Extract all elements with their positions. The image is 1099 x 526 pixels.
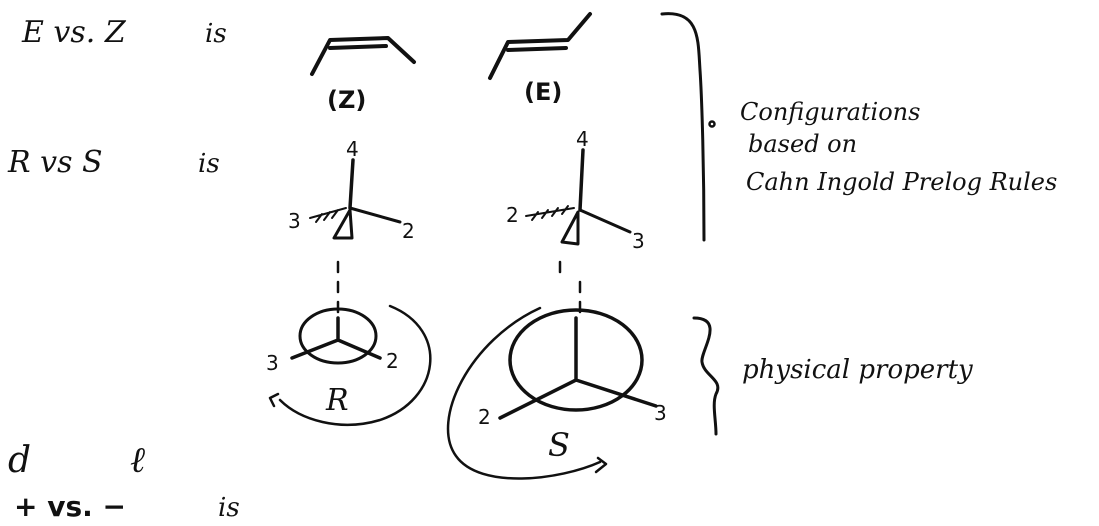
- z-alkene-drawing: [310, 36, 416, 76]
- bracket-top: [660, 12, 716, 242]
- rs-label: R vs S: [7, 145, 103, 180]
- newman-right-2: 2: [478, 405, 491, 429]
- ez-is: is: [205, 19, 227, 49]
- newman-right-3: 3: [654, 401, 667, 425]
- tet-right-hashed: 2: [506, 203, 519, 227]
- note-cip-line3: Cahn Ingold Prelog Rules: [746, 168, 1057, 196]
- tet-left-hashed: 3: [288, 209, 301, 233]
- newman-left-drawing: [268, 304, 432, 427]
- note-cip-line2: based on: [748, 130, 857, 158]
- z-label: (Z): [327, 86, 366, 114]
- tetrahedral-right-drawing: [525, 148, 632, 314]
- e-label: (E): [524, 78, 562, 106]
- e-alkene-drawing: [488, 12, 592, 80]
- newman-left-2: 2: [386, 349, 399, 373]
- tet-right-right: 3: [632, 229, 645, 253]
- bracket-bottom: [692, 316, 720, 436]
- rs-is: is: [198, 149, 220, 179]
- newman-right-s: S: [548, 426, 570, 464]
- note-cip-line1: Configurations: [740, 98, 920, 126]
- newman-right-drawing: [446, 306, 658, 480]
- tet-right-top: 4: [576, 127, 589, 151]
- tetrahedral-left-drawing: [309, 158, 402, 314]
- l-label: ℓ: [130, 440, 145, 481]
- tet-left-right: 2: [402, 219, 415, 243]
- newman-left-3: 3: [266, 351, 279, 375]
- tet-left-top: 4: [346, 137, 359, 161]
- d-label: d: [8, 440, 31, 481]
- pm-label: + vs. −: [14, 490, 126, 523]
- ez-label: E vs. Z: [21, 15, 127, 50]
- pm-is: is: [218, 493, 240, 523]
- note-physical-property: physical property: [742, 355, 973, 385]
- newman-left-r: R: [325, 383, 349, 418]
